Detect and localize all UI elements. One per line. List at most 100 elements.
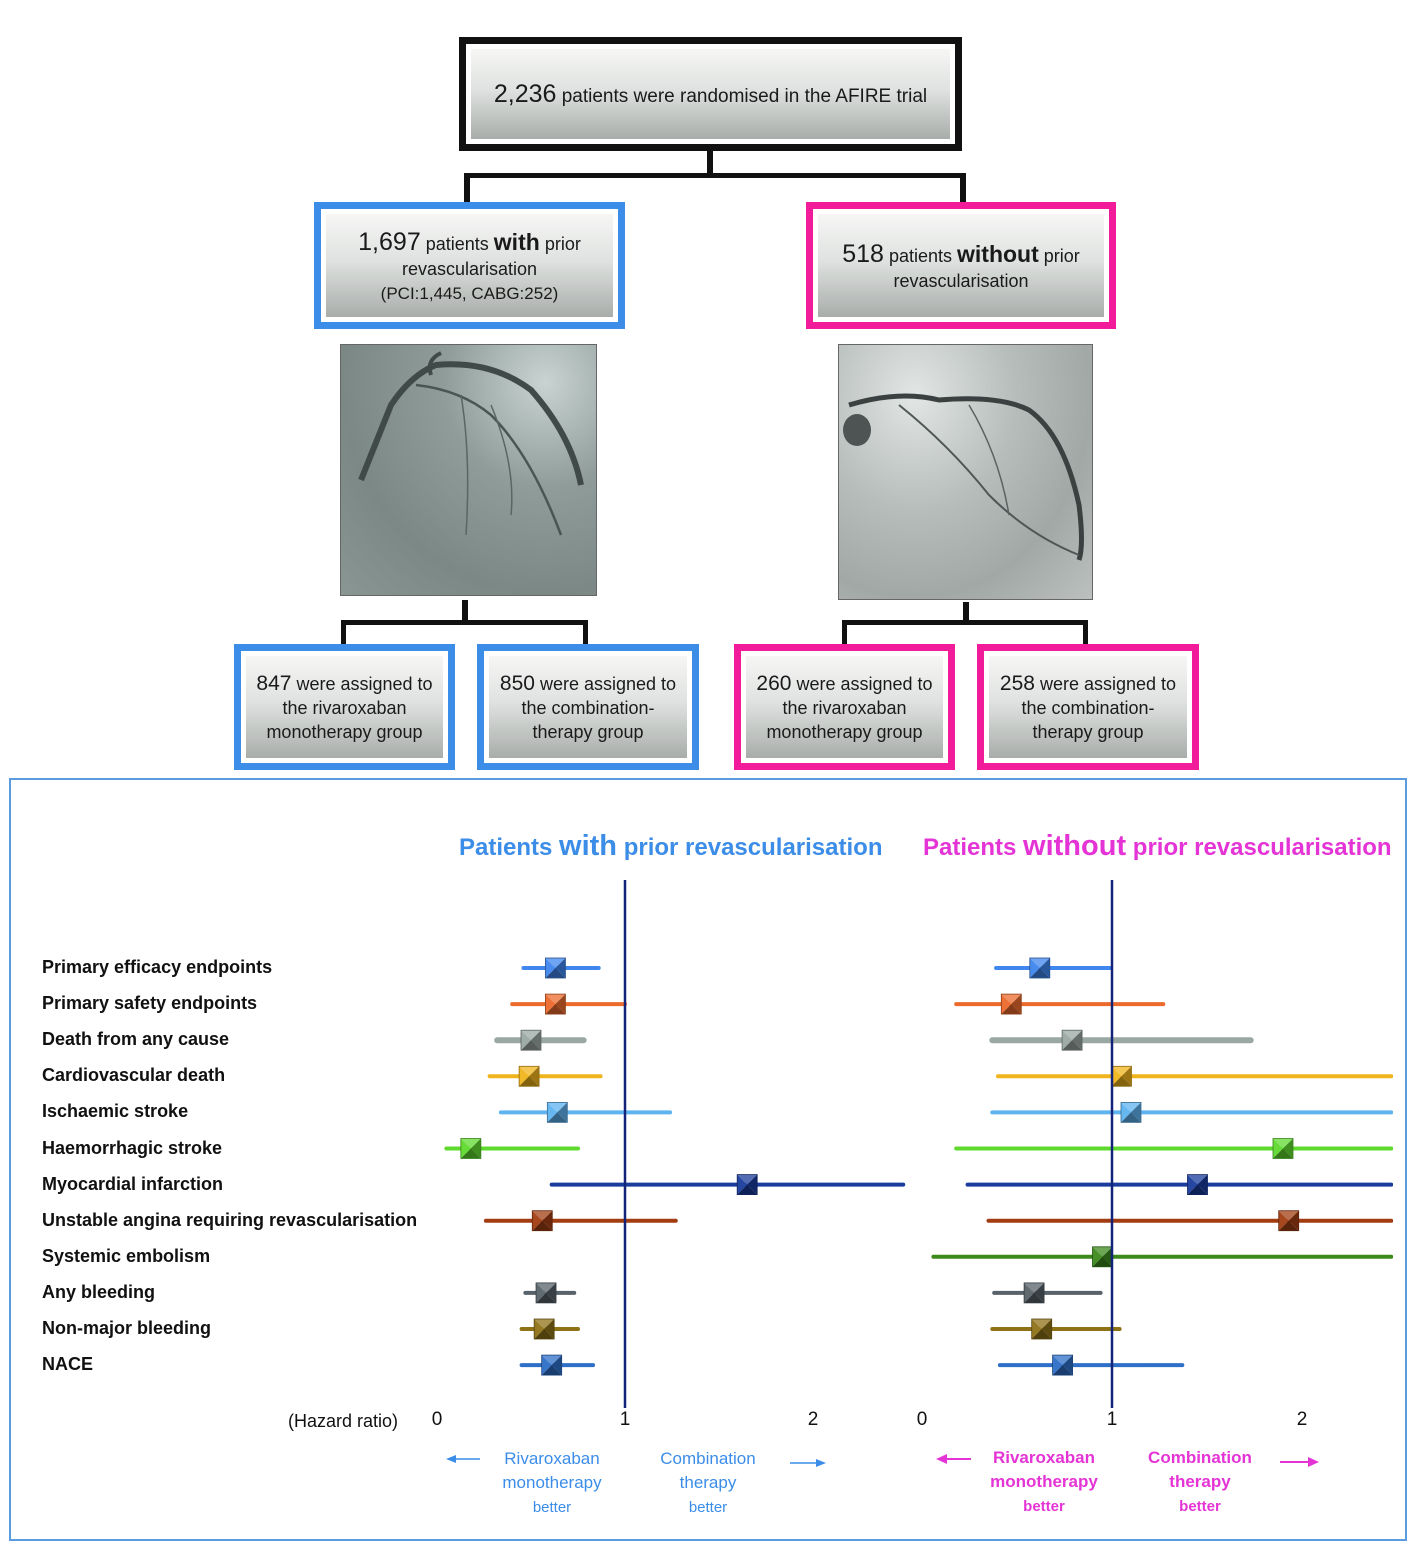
without-count: 518 [842, 239, 884, 268]
hazard-ratio-marker [460, 1138, 482, 1159]
hazard-ratio-marker [1120, 1102, 1142, 1123]
hazard-ratio-marker [1278, 1210, 1300, 1232]
dir-text: monotherapy [990, 1472, 1098, 1492]
hazard-ratio-marker [546, 1102, 568, 1123]
connector [842, 620, 1088, 625]
with-breakdown: (PCI:1,445, CABG:252) [380, 283, 559, 303]
with-line2: revascularisation [401, 259, 538, 280]
hazard-ratio-marker [545, 957, 566, 979]
coronary-vessels-illustration [843, 393, 1084, 561]
hazard-ratio-marker [518, 1065, 540, 1087]
total-randomised-box: 2,236 patients were randomised in the AF… [459, 37, 962, 151]
with-text: patients [425, 233, 489, 254]
total-text: patients were randomised in the AFIRE tr… [561, 85, 928, 107]
without-revasc-box: 518 patients without prior revascularisa… [806, 202, 1116, 329]
hazard-ratio-marker [1092, 1246, 1113, 1268]
hazard-ratio-marker [1052, 1354, 1073, 1376]
dir-text: therapy [679, 1473, 737, 1493]
title-text: prior revascularisation [617, 834, 883, 861]
endpoint-label: NACE [42, 1354, 94, 1375]
group-text: the rivaroxaban [782, 698, 907, 719]
endpoint-label: Unstable angina requiring revascularisat… [42, 1209, 418, 1230]
connector [464, 173, 470, 205]
hazard-ratio-marker [1061, 1029, 1083, 1051]
without-line2: revascularisation [893, 271, 1029, 292]
hazard-ratio-marker [541, 1354, 563, 1376]
endpoint-label: Primary efficacy endpoints [42, 957, 273, 977]
dir-text: Rivaroxaban [504, 1449, 600, 1468]
group-text: monotherapy group [266, 721, 423, 742]
group-text: therapy group [1032, 721, 1144, 742]
connector [341, 620, 588, 625]
dir-text: therapy [1169, 1472, 1231, 1492]
group-text: were assigned to [539, 673, 677, 694]
hazard-ratio-marker [1031, 1318, 1053, 1340]
endpoint-label: Death from any cause [42, 1029, 230, 1050]
with-text-post: prior [544, 233, 581, 254]
x-tick-label: 1 [619, 1409, 631, 1430]
hazard-ratio-marker [1111, 1065, 1132, 1087]
group-count: 850 [499, 671, 535, 695]
group-text: therapy group [532, 721, 644, 742]
connector [960, 173, 966, 205]
direction-left-with: Rivaroxaban monotherapy better [487, 1447, 617, 1519]
coronary-vessels-illustration [358, 351, 584, 536]
endpoint-label: Cardiovascular death [42, 1065, 226, 1086]
with-count: 1,697 [358, 227, 421, 256]
group-text: monotherapy group [766, 721, 923, 742]
dir-text: better [532, 1499, 572, 1517]
hazard-ratio-marker [1029, 957, 1051, 979]
connector [842, 620, 847, 646]
endpoint-label: Myocardial infarction [42, 1173, 224, 1194]
endpoint-label: Ischaemic stroke [42, 1101, 189, 1122]
x-tick-label: 1 [1106, 1409, 1118, 1430]
dir-text: Combination [1148, 1448, 1252, 1467]
connector [963, 602, 969, 624]
group-count: 260 [756, 671, 792, 695]
x-tick-label: 2 [1296, 1409, 1308, 1430]
dir-text: better [1179, 1498, 1221, 1516]
connector [341, 620, 346, 646]
title-text: Patients [923, 834, 1024, 861]
title-text: Patients [459, 834, 560, 861]
hazard-ratio-marker [535, 1282, 557, 1304]
hazard-ratio-marker [1000, 993, 1022, 1015]
group-text: the combination- [1021, 698, 1155, 719]
group-count: 258 [999, 671, 1035, 695]
connector [583, 620, 588, 646]
dir-text: better [688, 1499, 728, 1517]
direction-right-with: Combination therapy better [643, 1447, 773, 1519]
endpoint-label: Haemorrhagic stroke [42, 1137, 223, 1158]
x-tick-label: 0 [916, 1409, 928, 1430]
endpoint-label: Any bleeding [42, 1281, 156, 1302]
dir-text: Combination [660, 1449, 756, 1468]
title-emphasis: without [1023, 830, 1127, 862]
dir-text: monotherapy [502, 1473, 602, 1493]
group-count: 847 [256, 671, 292, 695]
panel-title-without: Patients without prior revascularisation [923, 830, 1392, 863]
without-text: patients [888, 245, 952, 266]
hazard-ratio-marker [520, 1029, 542, 1051]
without-emphasis: without [957, 240, 1039, 267]
group-text: were assigned to [796, 673, 933, 694]
group-text: the combination- [521, 698, 655, 719]
connector [464, 173, 966, 178]
hazard-ratio-marker [736, 1174, 758, 1195]
panel-title-with: Patients with prior revascularisation [459, 830, 882, 863]
group-text: were assigned to [296, 673, 433, 694]
hazard-ratio-marker [545, 993, 566, 1015]
connector [462, 600, 468, 624]
hazard-ratio-marker [1187, 1174, 1208, 1195]
forest-plot-panel [9, 778, 1407, 1541]
angiogram-with-image [340, 344, 597, 596]
connector [1083, 620, 1088, 646]
title-text: prior revascularisation [1126, 834, 1392, 861]
with-revasc-box: 1,697 patients with prior revascularisat… [314, 202, 625, 329]
with-emphasis: with [493, 228, 540, 255]
hazard-ratio-marker [1023, 1282, 1045, 1304]
